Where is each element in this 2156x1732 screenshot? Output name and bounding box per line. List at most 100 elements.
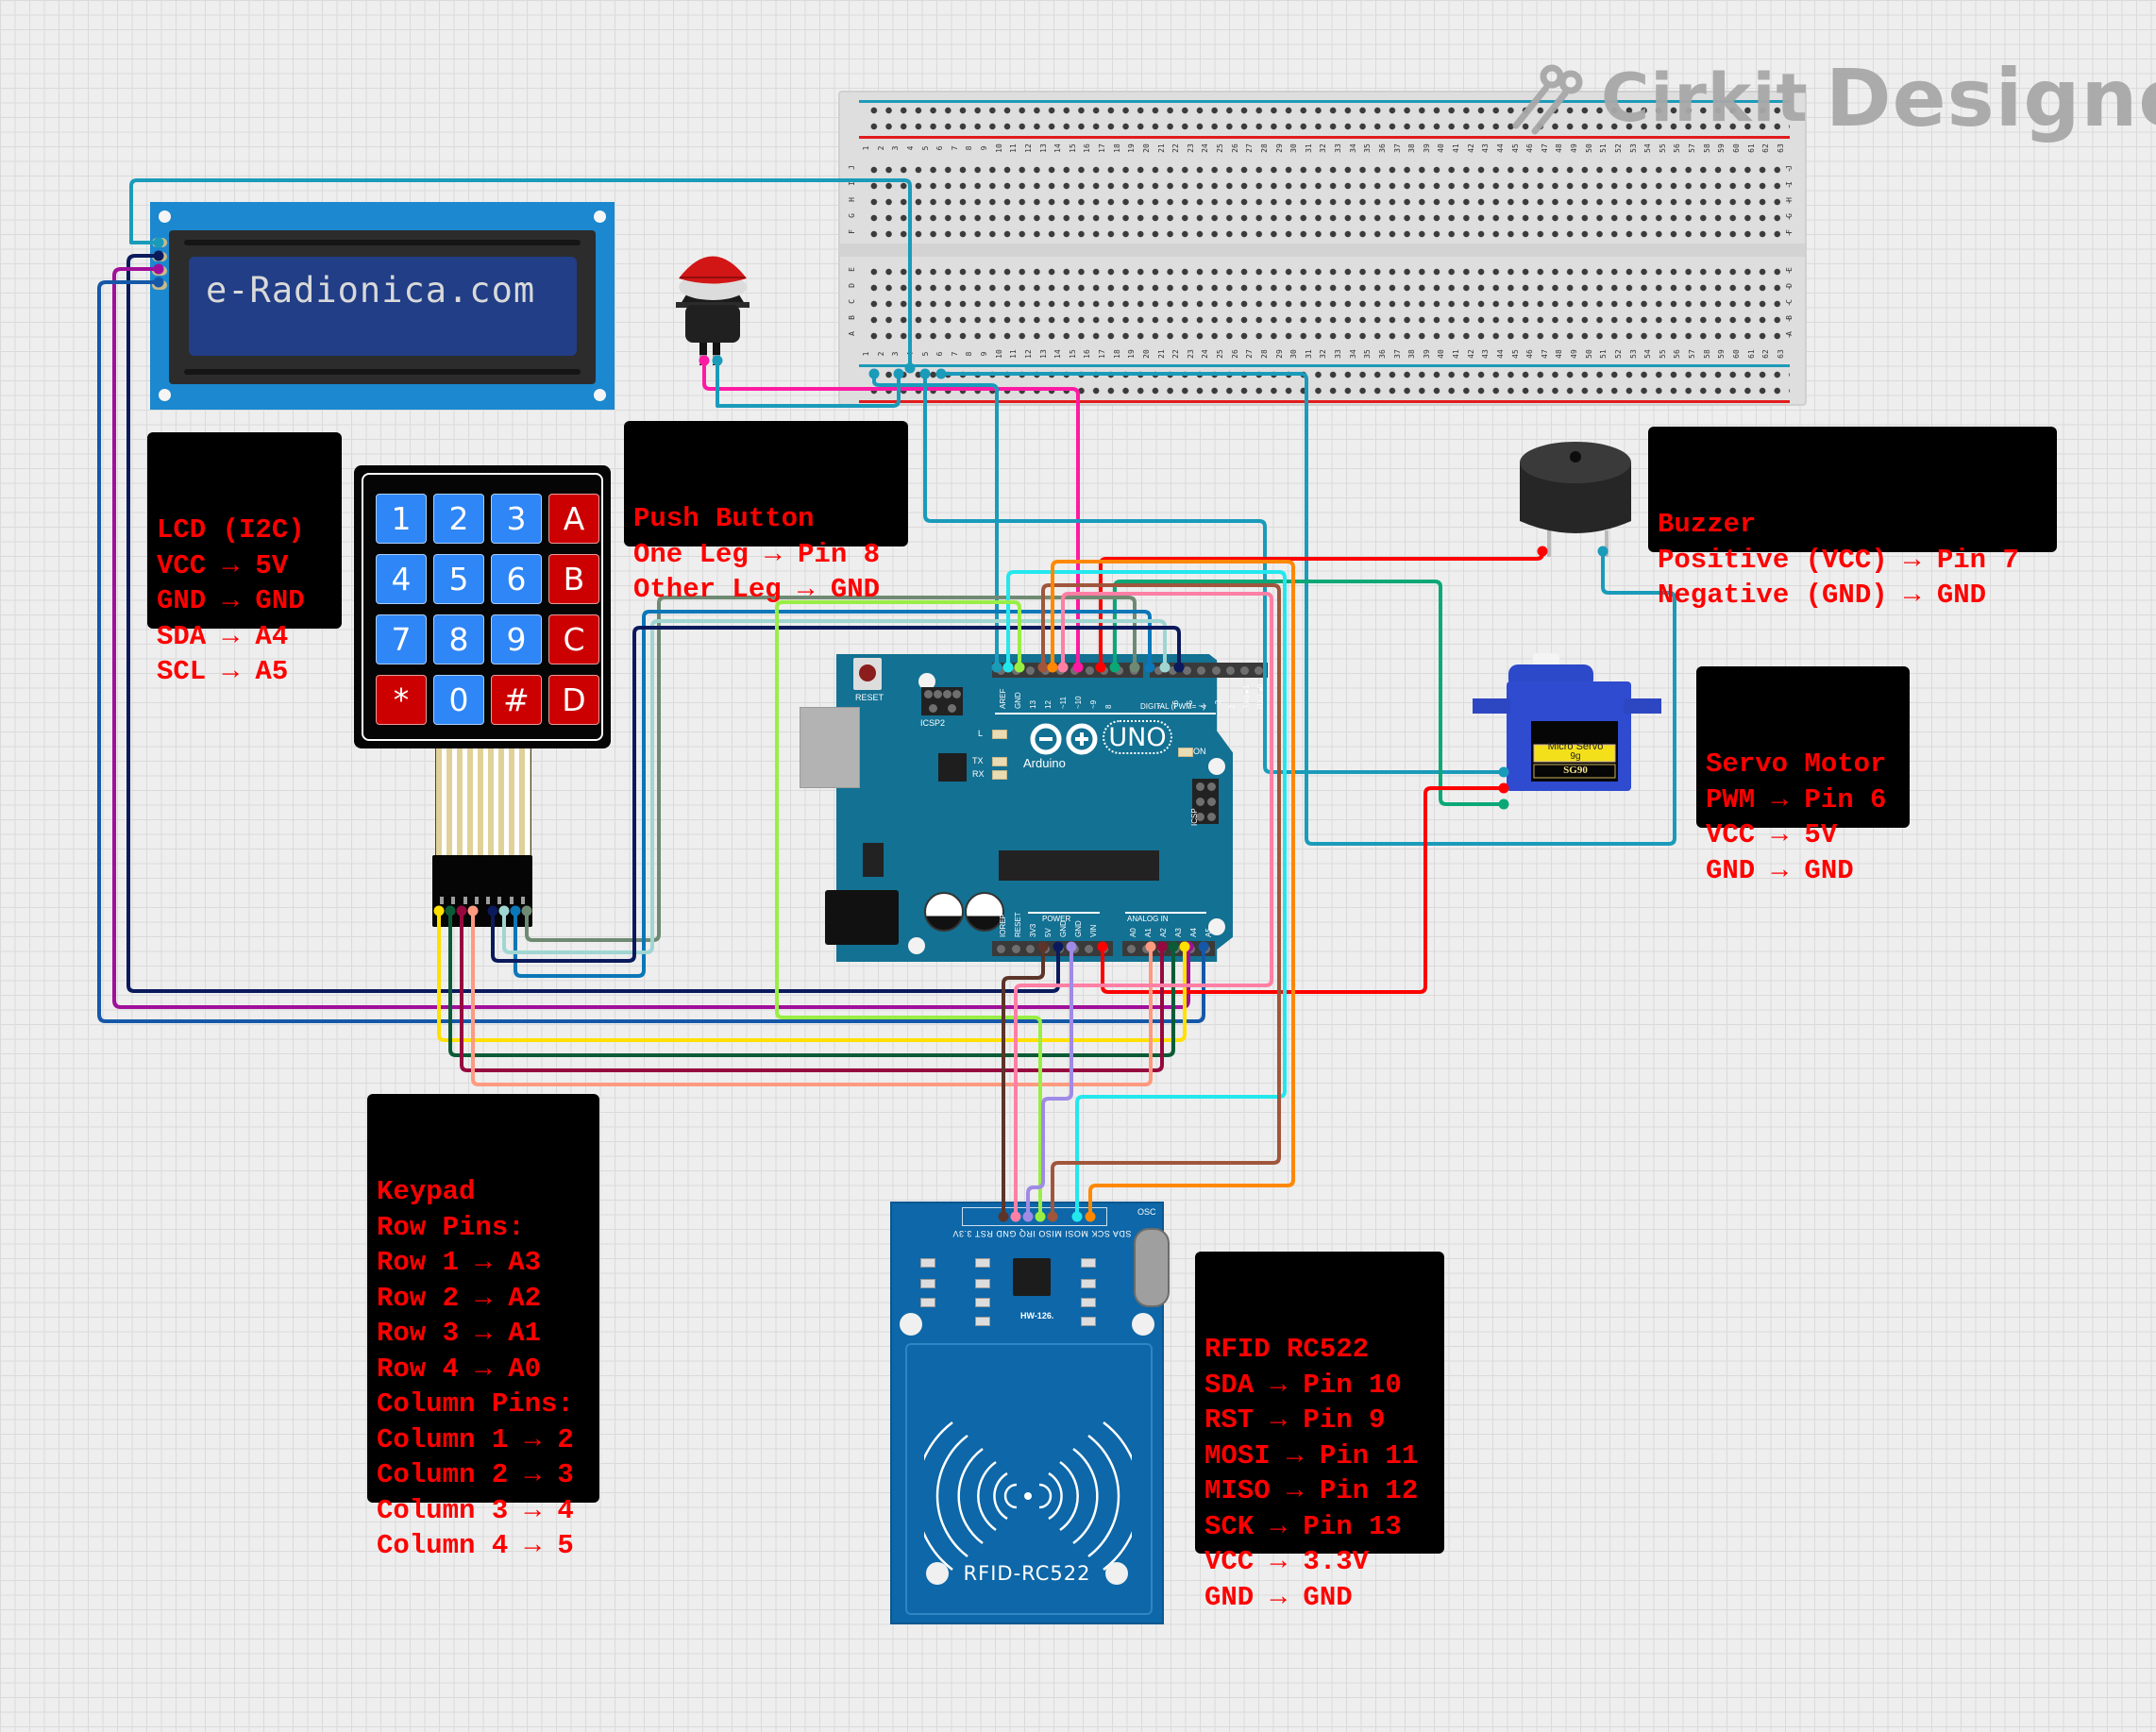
wire-endpoint[interactable] [935,368,947,379]
wire-endpoint[interactable] [487,905,498,916]
keypad-key-b[interactable]: B [548,554,599,604]
wire-endpoint[interactable] [893,368,904,379]
keypad-key-9[interactable]: 9 [491,614,542,664]
wire-endpoint[interactable] [1057,662,1069,673]
wire-endpoint[interactable] [1198,941,1209,952]
keypad-key-d[interactable]: D [548,675,599,725]
wire-endpoint[interactable] [153,277,164,288]
wire-endpoint[interactable] [1047,662,1058,673]
row-b-holes[interactable] [867,315,1790,325]
wire-endpoint[interactable] [1173,662,1185,673]
column-number: 29 [1274,143,1284,153]
wire-endpoint[interactable] [904,362,916,374]
wire-endpoint[interactable] [510,905,521,916]
wire-endpoint[interactable] [1010,1211,1021,1222]
wire-endpoint[interactable] [1159,662,1171,673]
row-f-holes[interactable] [867,229,1790,239]
column-number: 61 [1746,143,1756,153]
row-i-holes[interactable] [867,181,1790,191]
wire-endpoint[interactable] [1156,941,1168,952]
wire-endpoint[interactable] [1066,941,1077,952]
wire-endpoint[interactable] [1014,662,1025,673]
keypad-key-star[interactable]: * [376,675,427,725]
wire-endpoint[interactable] [712,355,723,366]
push-button[interactable] [660,245,766,370]
arduino-logo-icon [1029,722,1101,761]
wire-endpoint[interactable] [868,368,880,379]
keypad-key-0[interactable]: 0 [433,675,484,725]
wire-endpoint[interactable] [919,368,931,379]
row-d-holes[interactable] [867,283,1790,293]
wire-endpoint[interactable] [1002,662,1014,673]
keypad-key-1[interactable]: 1 [376,494,427,544]
wire-endpoint[interactable] [1022,1211,1034,1222]
keypad-key-8[interactable]: 8 [433,614,484,664]
wire-endpoint[interactable] [1179,941,1190,952]
wire-endpoint[interactable] [153,263,164,275]
wire-endpoint[interactable] [1071,1211,1083,1222]
wire-endpoint[interactable] [1047,1211,1058,1222]
buzzer[interactable] [1516,436,1635,578]
keypad-key-3[interactable]: 3 [491,494,542,544]
row-j-holes[interactable] [867,165,1790,175]
bottom-rail-holes[interactable] [867,370,1790,379]
row-a-holes[interactable] [867,331,1790,341]
wire-endpoint[interactable] [1498,766,1509,778]
keypad-key-5[interactable]: 5 [433,554,484,604]
wire-endpoint[interactable] [998,1211,1009,1222]
keypad-key-hash[interactable]: # [491,675,542,725]
mount-hole [1208,758,1225,775]
wire-endpoint[interactable] [1144,662,1155,673]
keypad-key-a[interactable]: A [548,494,599,544]
wire-endpoint[interactable] [1037,941,1049,952]
top-rail-holes[interactable] [867,122,1790,131]
wire-endpoint[interactable] [521,905,532,916]
keypad-key-7[interactable]: 7 [376,614,427,664]
keypad-key-c[interactable]: C [548,614,599,664]
wire-endpoint[interactable] [445,905,456,916]
wire-endpoint[interactable] [1097,941,1108,952]
row-label: I [847,181,856,186]
bottom-rail-holes[interactable] [867,386,1790,395]
wire-endpoint[interactable] [1597,546,1609,557]
wire-endpoint[interactable] [153,237,164,248]
wire-endpoint[interactable] [153,250,164,261]
column-number: 58 [1702,349,1711,359]
keypad-key-6[interactable]: 6 [491,554,542,604]
row-h-holes[interactable] [867,197,1790,207]
wire-endpoint[interactable] [1498,782,1509,794]
wire-endpoint[interactable] [1072,662,1084,673]
wire-endpoint[interactable] [1095,662,1106,673]
column-number: 10 [994,349,1003,359]
wire-endpoint[interactable] [699,355,710,366]
wire-endpoint[interactable] [1145,941,1156,952]
top-rail-holes[interactable] [867,106,1790,115]
keypad-key-4[interactable]: 4 [376,554,427,604]
wire-endpoint[interactable] [991,662,1002,673]
wire-endpoint[interactable] [467,905,479,916]
wire-endpoint[interactable] [1168,941,1179,952]
wire-endpoint[interactable] [433,905,445,916]
wire-endpoint[interactable] [1537,546,1548,557]
wire-endpoint[interactable] [456,905,467,916]
column-number: 31 [1304,143,1313,153]
keypad-key-2[interactable]: 2 [433,494,484,544]
keypad-connector[interactable] [432,855,532,927]
lcd-i2c-module[interactable]: e-Radionica.com [150,202,615,410]
wire-endpoint[interactable] [1129,662,1140,673]
column-number: 59 [1717,143,1726,153]
wire-endpoint[interactable] [1498,799,1509,810]
wire-endpoint[interactable] [1035,1211,1046,1222]
row-c-holes[interactable] [867,299,1790,309]
reset-button[interactable] [853,658,882,690]
row-g-holes[interactable] [867,213,1790,223]
wire-endpoint[interactable] [498,905,510,916]
wire-endpoint[interactable] [1053,941,1064,952]
wire-endpoint[interactable] [1109,662,1120,673]
row-e-holes[interactable] [867,267,1790,277]
rfid-rc522-module[interactable]: SDA SCK MOSI MISO IRQ GND RST 3.3V HW-12… [890,1202,1170,1624]
wire-endpoint[interactable] [1085,1211,1096,1222]
